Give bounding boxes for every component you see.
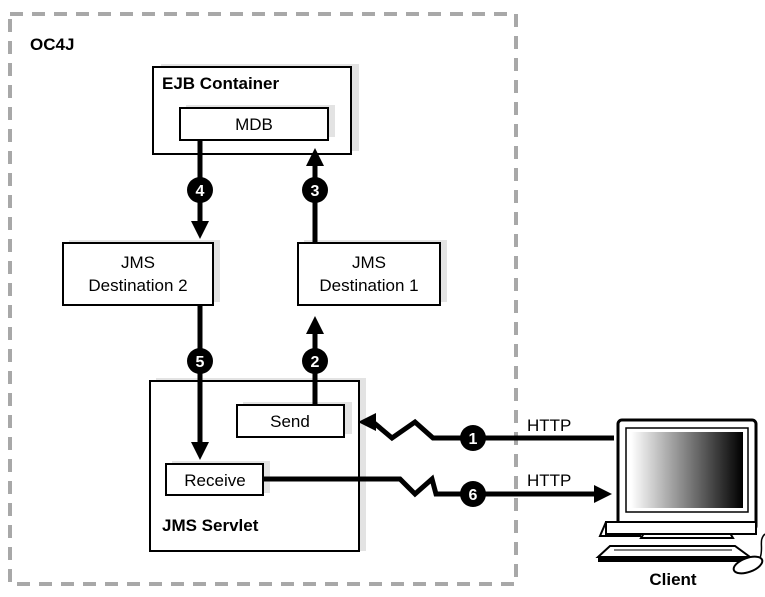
step-marker-5: 5: [187, 348, 213, 374]
client-screen: [631, 432, 743, 508]
client-label: Client: [649, 570, 697, 589]
jms-servlet-label: JMS Servlet: [162, 516, 259, 535]
arrowhead-4: [191, 221, 209, 239]
step-marker-4: 4: [187, 177, 213, 203]
ejb-container-label: EJB Container: [162, 74, 280, 93]
arrowhead-2: [306, 316, 324, 334]
svg-text:6: 6: [469, 487, 478, 504]
oc4j-label: OC4J: [30, 35, 74, 54]
mdb-label: MDB: [235, 115, 273, 134]
send-box: [236, 404, 345, 438]
receive-box: [165, 463, 264, 496]
mouse-icon: [732, 533, 765, 575]
step-marker-2: 2: [302, 348, 328, 374]
http-out-label: HTTP: [527, 471, 571, 490]
jms-servlet: JMS Servlet Send Receive: [149, 378, 366, 552]
arrow-heads: [191, 148, 324, 460]
step-markers: 4 3 5 2 1 6: [187, 177, 486, 507]
dest2-line2: Destination 2: [88, 276, 187, 295]
http-request-link: HTTP: [358, 413, 614, 442]
dest2-line1: JMS: [121, 253, 155, 272]
arrowhead-5: [191, 442, 209, 460]
dest1-line2: Destination 1: [319, 276, 418, 295]
oc4j-boundary: [8, 12, 518, 586]
svg-text:5: 5: [196, 354, 205, 371]
arrowhead-3: [306, 148, 324, 166]
receive-label: Receive: [184, 471, 245, 490]
http-in-label: HTTP: [527, 416, 571, 435]
step-marker-6: 6: [460, 481, 486, 507]
svg-text:3: 3: [311, 183, 320, 200]
arrowhead-1: [358, 413, 376, 431]
dest1-line1: JMS: [352, 253, 386, 272]
jms-destination-1: JMS Destination 1: [297, 240, 447, 306]
svg-text:2: 2: [311, 354, 320, 371]
arrowhead-6: [594, 485, 612, 503]
svg-text:4: 4: [196, 183, 205, 200]
send-label: Send: [270, 412, 310, 431]
mdb-box: [179, 107, 329, 141]
client-computer-icon: Client: [595, 418, 765, 589]
jms-destination-2: JMS Destination 2: [62, 240, 220, 306]
svg-text:1: 1: [469, 431, 478, 448]
step-marker-1: 1: [460, 425, 486, 451]
step-marker-3: 3: [302, 177, 328, 203]
ejb-container: EJB Container MDB: [152, 64, 359, 155]
